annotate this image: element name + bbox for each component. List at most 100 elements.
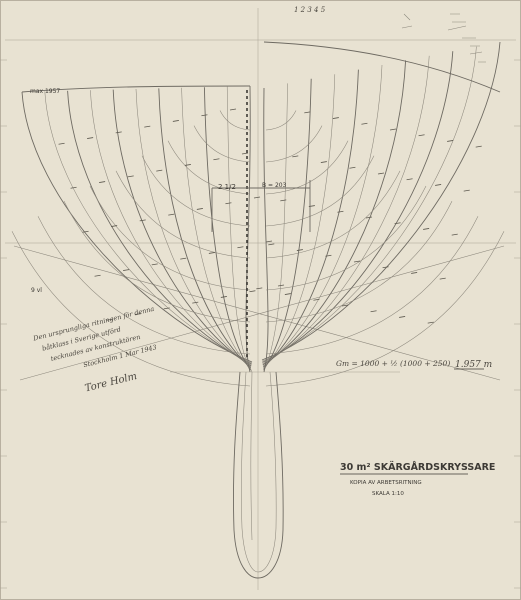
waterline-arc bbox=[265, 185, 427, 291]
offset-mark bbox=[332, 117, 339, 119]
offset-mark bbox=[58, 142, 65, 145]
waterline-arc bbox=[193, 125, 251, 163]
offset-mark bbox=[394, 222, 401, 225]
offset-mark bbox=[237, 246, 244, 249]
offset-mark bbox=[99, 181, 106, 183]
offset-mark bbox=[70, 186, 77, 189]
offset-mark bbox=[389, 128, 397, 131]
section-curve bbox=[135, 88, 252, 368]
offset-mark bbox=[277, 284, 285, 287]
offset-mark bbox=[172, 120, 179, 122]
offset-mark bbox=[349, 166, 356, 169]
offset-mark bbox=[265, 240, 273, 243]
section-curve bbox=[262, 46, 477, 362]
sheer-line-fwd bbox=[263, 41, 501, 93]
waterline-arc bbox=[219, 110, 251, 131]
waterline-arc bbox=[11, 231, 251, 387]
waterline-arc bbox=[265, 140, 349, 195]
offset-mark bbox=[447, 140, 454, 142]
scribble-small bbox=[401, 13, 413, 29]
offset-mark bbox=[406, 178, 413, 181]
offset-mark bbox=[106, 318, 113, 321]
offset-mark bbox=[184, 164, 191, 166]
waterline-arc bbox=[141, 155, 251, 227]
offset-mark bbox=[475, 145, 482, 148]
formula-block: Gm = 1000 + ½ (1000 + 250) 1.957 m bbox=[336, 359, 492, 370]
reference-lines bbox=[5, 8, 516, 590]
section-curve bbox=[262, 60, 407, 366]
offset-mark bbox=[87, 137, 94, 139]
diagonal-right bbox=[19, 245, 505, 381]
waterline-arcs bbox=[11, 110, 505, 387]
offset-mark bbox=[115, 131, 122, 134]
scribble-marks bbox=[447, 13, 486, 63]
offset-mark bbox=[94, 274, 101, 277]
section-curve bbox=[112, 89, 252, 367]
offset-mark bbox=[82, 230, 89, 233]
offset-mark bbox=[225, 202, 232, 205]
offset-mark bbox=[144, 125, 151, 128]
formula-expression: Gm = 1000 + ½ (1000 + 250) bbox=[336, 359, 450, 368]
offset-mark bbox=[377, 172, 385, 175]
offset-mark bbox=[196, 208, 203, 210]
offset-mark bbox=[163, 307, 170, 310]
offset-mark bbox=[325, 254, 332, 257]
offset-mark bbox=[313, 298, 320, 301]
offset-mark bbox=[201, 114, 208, 117]
b-label: B = 203 bbox=[262, 182, 287, 189]
waterline-arc bbox=[265, 170, 401, 259]
offset-mark bbox=[399, 316, 406, 318]
offset-numbers bbox=[58, 108, 482, 324]
offset-mark bbox=[256, 287, 263, 290]
sheer-line-aft bbox=[21, 85, 251, 93]
offset-mark bbox=[463, 189, 470, 192]
offset-mark bbox=[423, 228, 430, 230]
keel-outline bbox=[233, 371, 284, 579]
offset-mark bbox=[111, 225, 118, 227]
section-curve bbox=[263, 78, 312, 370]
waterline-arc bbox=[265, 155, 375, 227]
offset-mark bbox=[127, 175, 134, 178]
offset-mark bbox=[361, 122, 368, 125]
keel-fin bbox=[233, 354, 284, 579]
offset-mark bbox=[435, 184, 442, 186]
offset-mark bbox=[135, 313, 142, 315]
section-curve bbox=[262, 64, 383, 367]
section-curve bbox=[21, 91, 253, 363]
offset-mark bbox=[268, 243, 275, 246]
offset-mark bbox=[249, 290, 256, 293]
offset-mark bbox=[180, 257, 187, 260]
section-curve bbox=[262, 51, 454, 363]
offset-mark bbox=[156, 169, 163, 172]
offset-mark bbox=[320, 161, 327, 163]
b-dimension-marker: B = 203 bbox=[211, 180, 311, 232]
offset-mark bbox=[382, 266, 389, 269]
title-text: 30 m² SKÄRGÅRDSKRYSSARE bbox=[340, 462, 495, 473]
scale-text: SKALA 1:10 bbox=[372, 491, 404, 497]
offset-mark bbox=[284, 293, 291, 295]
section-curve bbox=[181, 87, 251, 370]
section-curve bbox=[261, 41, 501, 361]
offset-mark bbox=[280, 199, 287, 202]
waterline-arc bbox=[37, 216, 251, 355]
waterline-arc bbox=[265, 125, 323, 163]
offset-mark bbox=[213, 158, 220, 161]
section-curve bbox=[44, 91, 252, 364]
offset-mark bbox=[253, 196, 261, 199]
section-curve bbox=[226, 86, 251, 372]
waterline-arc bbox=[265, 231, 505, 387]
offset-mark bbox=[353, 260, 361, 263]
offset-mark bbox=[139, 219, 146, 222]
subtitle-text: KOPIA AV ARBETSRITNING bbox=[350, 480, 422, 486]
section-curve bbox=[262, 55, 430, 364]
offset-mark bbox=[411, 272, 418, 274]
keel-inner bbox=[241, 371, 277, 573]
corner-note: 1 2 3 4 5 bbox=[294, 6, 326, 14]
water-label: 9 vl bbox=[31, 287, 42, 294]
offset-mark bbox=[192, 301, 199, 304]
section-curve bbox=[262, 69, 359, 368]
section-curve bbox=[158, 88, 252, 369]
